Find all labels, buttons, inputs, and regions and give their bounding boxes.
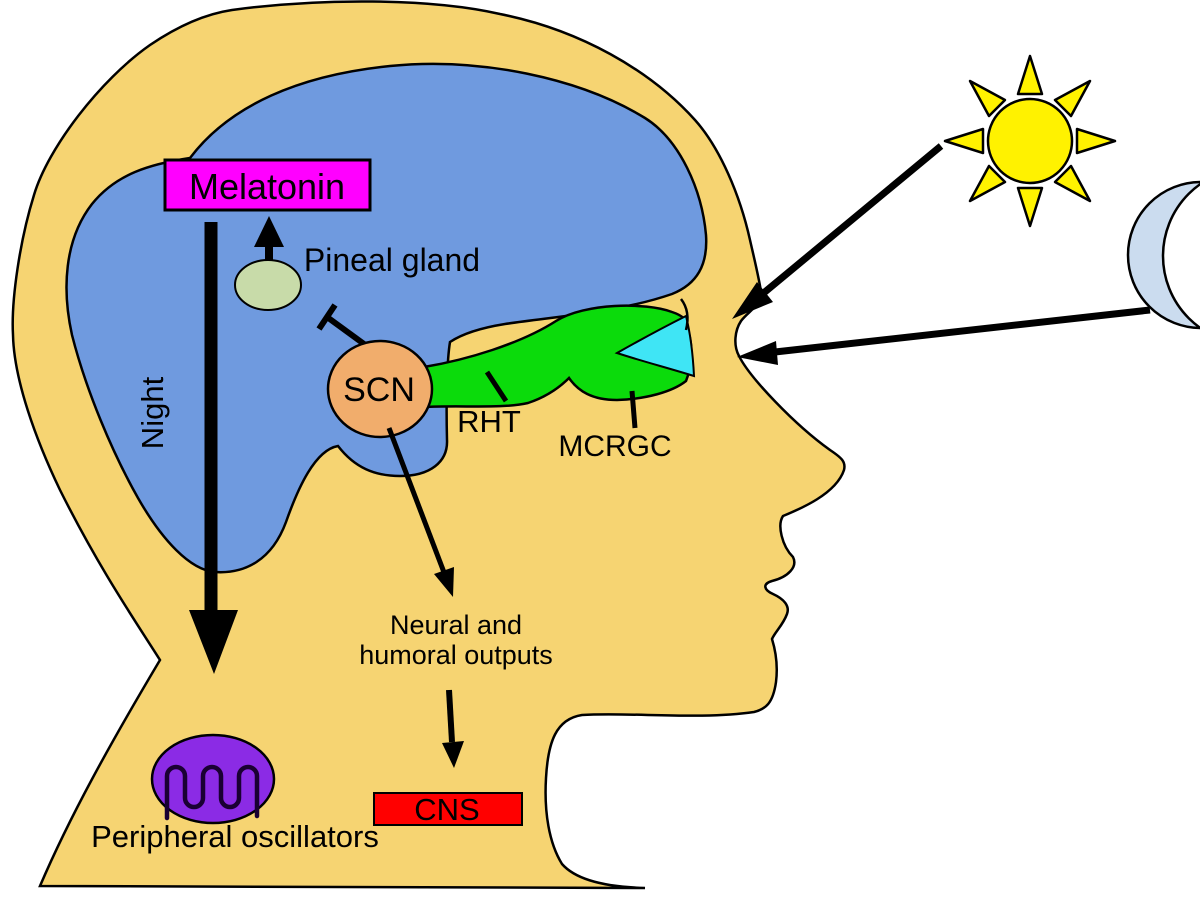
- melatonin-box: [163, 158, 372, 212]
- peripheral-oscillator-shape: [150, 733, 276, 825]
- moonlight-arrow: [737, 306, 1151, 365]
- neural-outputs-label-line1: Neural and: [390, 610, 522, 640]
- rht-label: RHT: [457, 404, 521, 439]
- moon-cutout: [1161, 182, 1200, 330]
- scn-nucleus: [326, 339, 434, 439]
- peripheral-oscillators-label: Peripheral oscillators: [91, 819, 379, 854]
- pineal-gland-shape: [234, 259, 302, 311]
- rht-pointer-line: [484, 370, 509, 403]
- cns-label: CNS: [414, 792, 479, 827]
- scn-output-arrow: [386, 427, 454, 597]
- sunlight-arrow: [732, 143, 944, 319]
- sun-core: [986, 97, 1074, 185]
- moon-icon: [1126, 180, 1200, 330]
- scn-label: SCN: [343, 371, 415, 409]
- pineal-gland-label: Pineal gland: [304, 242, 480, 278]
- cns-box: [373, 792, 523, 826]
- eye-lens: [614, 314, 696, 378]
- mcrgc-pointer-line: [629, 390, 638, 429]
- sun-icon: [943, 54, 1117, 228]
- oscillation-wave-icon: [164, 764, 260, 821]
- eyelash-line: [679, 298, 689, 331]
- night-label: Night: [135, 376, 170, 449]
- night-arrow: [189, 222, 238, 674]
- outputs-to-cns-arrow: [442, 689, 464, 768]
- melatonin-label: Melatonin: [189, 166, 345, 207]
- mcrgc-label: MCRGC: [558, 430, 671, 463]
- neural-outputs-label-line2: humoral outputs: [359, 640, 553, 670]
